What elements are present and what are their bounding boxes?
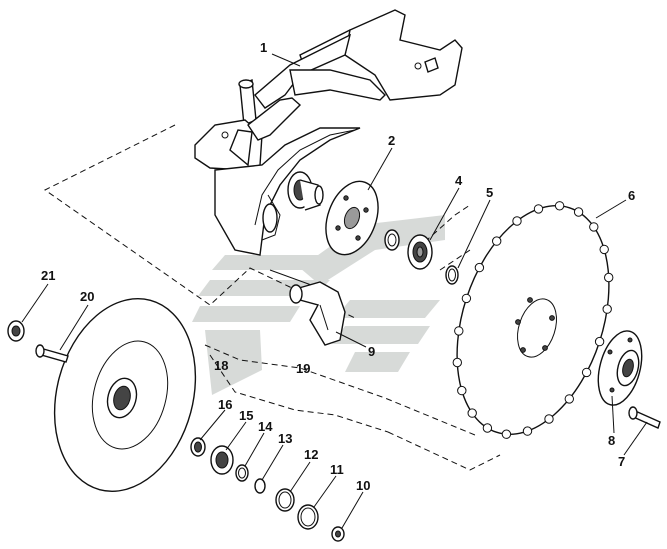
callout-5: 5 xyxy=(486,185,493,200)
part-4-bearing xyxy=(407,234,433,270)
disc-notch xyxy=(457,385,467,396)
disc-notch xyxy=(604,272,614,283)
callout-7: 7 xyxy=(618,454,625,469)
disc-notch xyxy=(564,394,574,404)
disc-notch xyxy=(573,207,584,217)
part-10-washer xyxy=(331,526,345,542)
callout-6: 6 xyxy=(628,188,635,203)
disc-notch xyxy=(454,326,464,336)
part-bolt-20 xyxy=(35,344,69,363)
callout-labels: 1 2 4 5 6 7 8 9 10 11 12 13 14 15 16 18 … xyxy=(41,40,635,493)
disc-notch xyxy=(461,293,472,304)
part-16-bushing xyxy=(190,437,206,457)
leader-lines xyxy=(21,53,648,529)
part-8-hub-flange xyxy=(597,330,643,406)
part-15-bearing xyxy=(210,445,234,475)
disc-notch xyxy=(501,429,512,439)
disc-notch xyxy=(474,262,485,273)
callout-10: 10 xyxy=(356,478,370,493)
callout-12: 12 xyxy=(304,447,318,462)
part-20-large-disc xyxy=(53,298,197,492)
part-6-notched-disc xyxy=(452,201,614,439)
callout-20: 20 xyxy=(80,289,94,304)
callout-16: 16 xyxy=(218,397,232,412)
callout-21: 21 xyxy=(41,268,55,283)
part-9-bracket xyxy=(289,281,346,346)
part-7-bolt xyxy=(628,406,661,429)
part-12-ring xyxy=(275,488,295,512)
part-2-flange-plate xyxy=(325,180,379,256)
callout-2: 2 xyxy=(388,133,395,148)
callout-9: 9 xyxy=(368,344,375,359)
callout-1: 1 xyxy=(260,40,267,55)
callout-11: 11 xyxy=(330,462,344,477)
part-small-ring xyxy=(384,229,400,251)
disc-notch xyxy=(492,236,502,246)
disc-notch xyxy=(482,423,493,433)
callout-4: 4 xyxy=(455,173,463,188)
disc-notch xyxy=(467,408,477,418)
part-13-ring xyxy=(254,478,266,494)
disc-notch xyxy=(554,201,565,211)
part-14-seal xyxy=(235,464,249,482)
callout-19: 19 xyxy=(296,361,310,376)
part-21-washer xyxy=(7,320,25,342)
disc-notch xyxy=(452,357,462,368)
callout-15: 15 xyxy=(239,408,253,423)
disc-notch xyxy=(581,367,592,378)
callout-18: 18 xyxy=(214,358,228,373)
part-5-snap-ring xyxy=(445,265,459,285)
disc-notch xyxy=(599,244,609,255)
callout-14: 14 xyxy=(258,419,273,434)
disc-notch xyxy=(522,426,533,436)
disc-notch xyxy=(594,336,605,347)
disc-notch xyxy=(602,304,612,314)
part-11-snap-ring xyxy=(297,504,319,530)
callout-8: 8 xyxy=(608,433,615,448)
disc-notch xyxy=(544,414,554,424)
disc-notch xyxy=(533,204,544,214)
callout-13: 13 xyxy=(278,431,292,446)
watermark-logo xyxy=(192,215,445,395)
part-1-frame-arm xyxy=(194,9,463,256)
disc-notch xyxy=(589,222,599,232)
disc-notch xyxy=(512,216,522,226)
